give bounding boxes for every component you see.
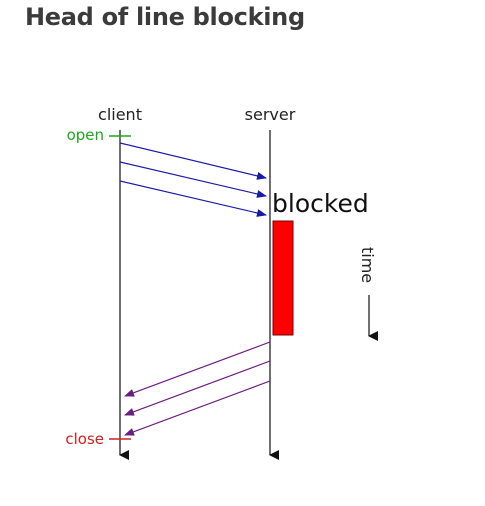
request-arrow-3 — [119, 180, 267, 217]
response-arrow-2 — [124, 360, 271, 416]
request-arrow-2 — [119, 161, 267, 198]
server-label: server — [245, 105, 296, 124]
time-label: time — [358, 247, 377, 283]
time-indicator: time — [358, 247, 377, 283]
response-arrow-3 — [124, 380, 271, 436]
client-label: client — [98, 105, 142, 124]
page-title: Head of line blocking — [25, 3, 305, 31]
blocked-box — [272, 220, 294, 336]
request-arrow-1 — [119, 142, 267, 180]
close-label: close — [65, 430, 104, 448]
response-arrow-1 — [124, 341, 271, 397]
blocked-label: blocked — [272, 189, 369, 218]
open-label: open — [67, 126, 104, 144]
